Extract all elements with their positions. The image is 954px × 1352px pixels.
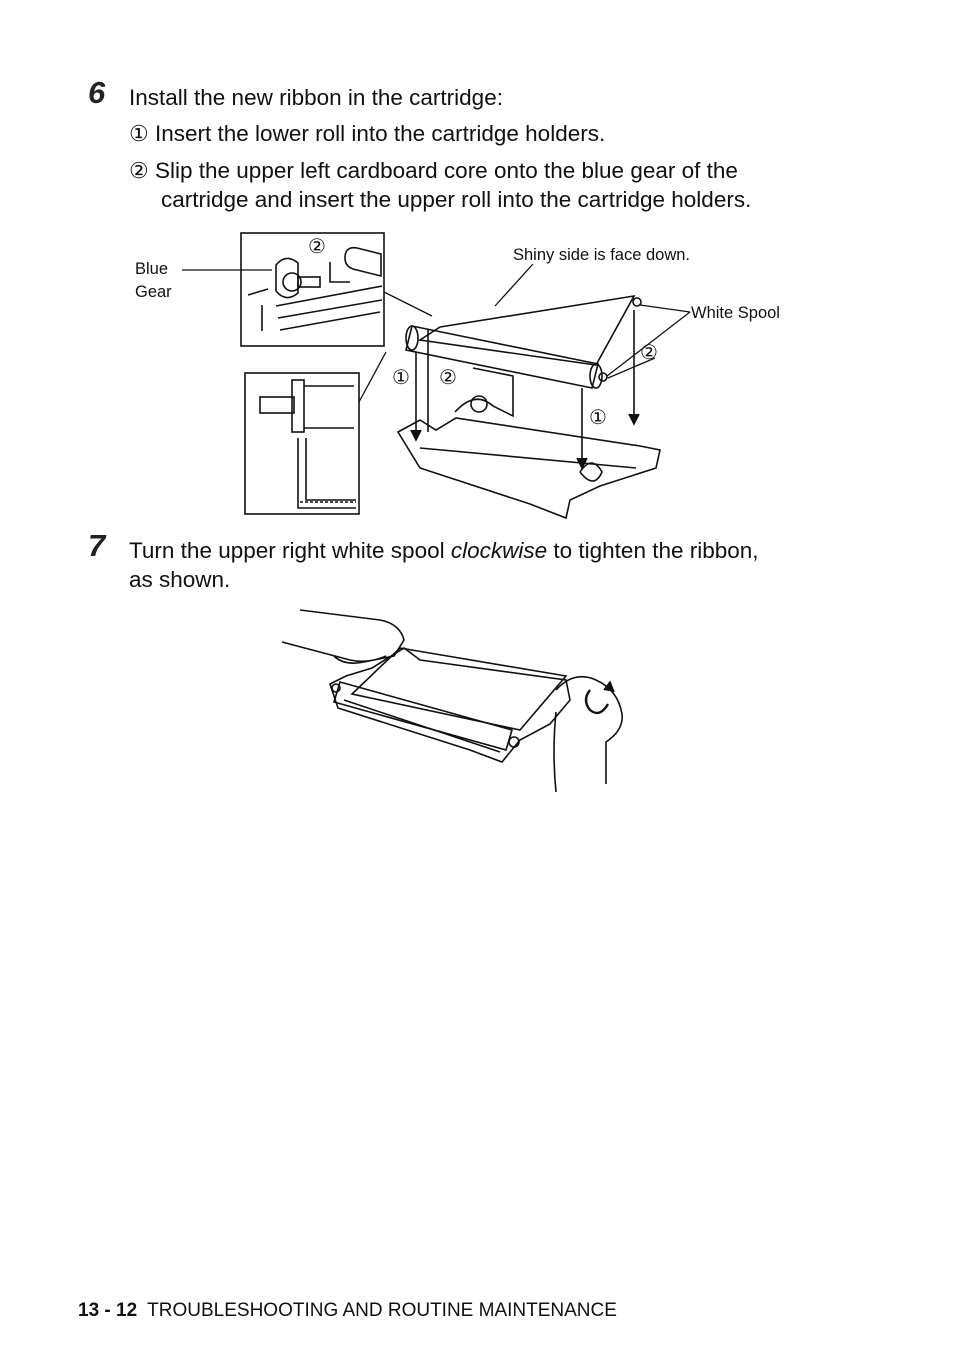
callout-2-inset: ② xyxy=(308,236,326,258)
right-hand xyxy=(553,675,623,793)
step-6-number: 6 xyxy=(88,75,106,110)
blue-gear-icon xyxy=(275,257,299,299)
step-7-text-after: to tighten the ribbon, xyxy=(547,538,759,563)
step-6-substep-1: ① Insert the lower roll into the cartrid… xyxy=(129,120,605,148)
cartridge-tray xyxy=(396,417,661,520)
step-7-text-before: Turn the upper right white spool xyxy=(129,538,451,563)
cartridge-tray-2 xyxy=(329,647,571,763)
substep-1-text: Insert the lower roll into the cartridge… xyxy=(155,121,606,146)
callout-2-left: ② xyxy=(439,367,457,389)
label-gear: Gear xyxy=(135,283,172,301)
left-hand xyxy=(281,609,405,664)
step-7-text-line2: as shown. xyxy=(129,567,231,592)
callout-1-right: ① xyxy=(589,407,607,429)
label-shiny-side: Shiny side is face down. xyxy=(513,246,691,264)
label-blue: Blue xyxy=(135,260,169,278)
step-6-substep-2-cont: cartridge and insert the upper roll into… xyxy=(161,187,752,212)
white-spool-icon xyxy=(598,372,608,382)
inset-holder xyxy=(244,372,360,515)
section-title: TROUBLESHOOTING AND ROUTINE MAINTENANCE xyxy=(147,1300,617,1321)
step-7-number: 7 xyxy=(88,528,106,563)
clockwise-arrow-icon xyxy=(584,689,610,715)
inset-blue-gear xyxy=(240,232,385,347)
callout-1-left: ① xyxy=(392,367,410,389)
ribbon-sheet xyxy=(417,294,636,366)
label-white-spool: White Spool xyxy=(691,304,780,322)
step-6-substep-2: ② Slip the upper left cardboard core ont… xyxy=(129,157,738,185)
lower-roll xyxy=(405,325,599,389)
step-7-text: Turn the upper right white spool clockwi… xyxy=(129,537,759,565)
step-6-instruction: Install the new ribbon in the cartridge: xyxy=(129,85,503,110)
ribbon-sheet-2 xyxy=(350,647,568,731)
gear-detail-icon xyxy=(291,379,305,433)
step-7-text-italic: clockwise xyxy=(450,538,548,563)
lower-roll-2 xyxy=(332,681,514,751)
substep-1-marker: ① xyxy=(129,121,149,146)
step-6-text: Install the new ribbon in the cartridge: xyxy=(129,84,503,112)
page-footer: 13 - 12 TROUBLESHOOTING AND ROUTINE MAINT… xyxy=(78,1300,617,1322)
substep-2-text-line1: Slip the upper left cardboard core onto … xyxy=(155,158,738,183)
page-number: 13 - 12 xyxy=(78,1300,138,1321)
substep-2-marker: ② xyxy=(129,158,149,183)
